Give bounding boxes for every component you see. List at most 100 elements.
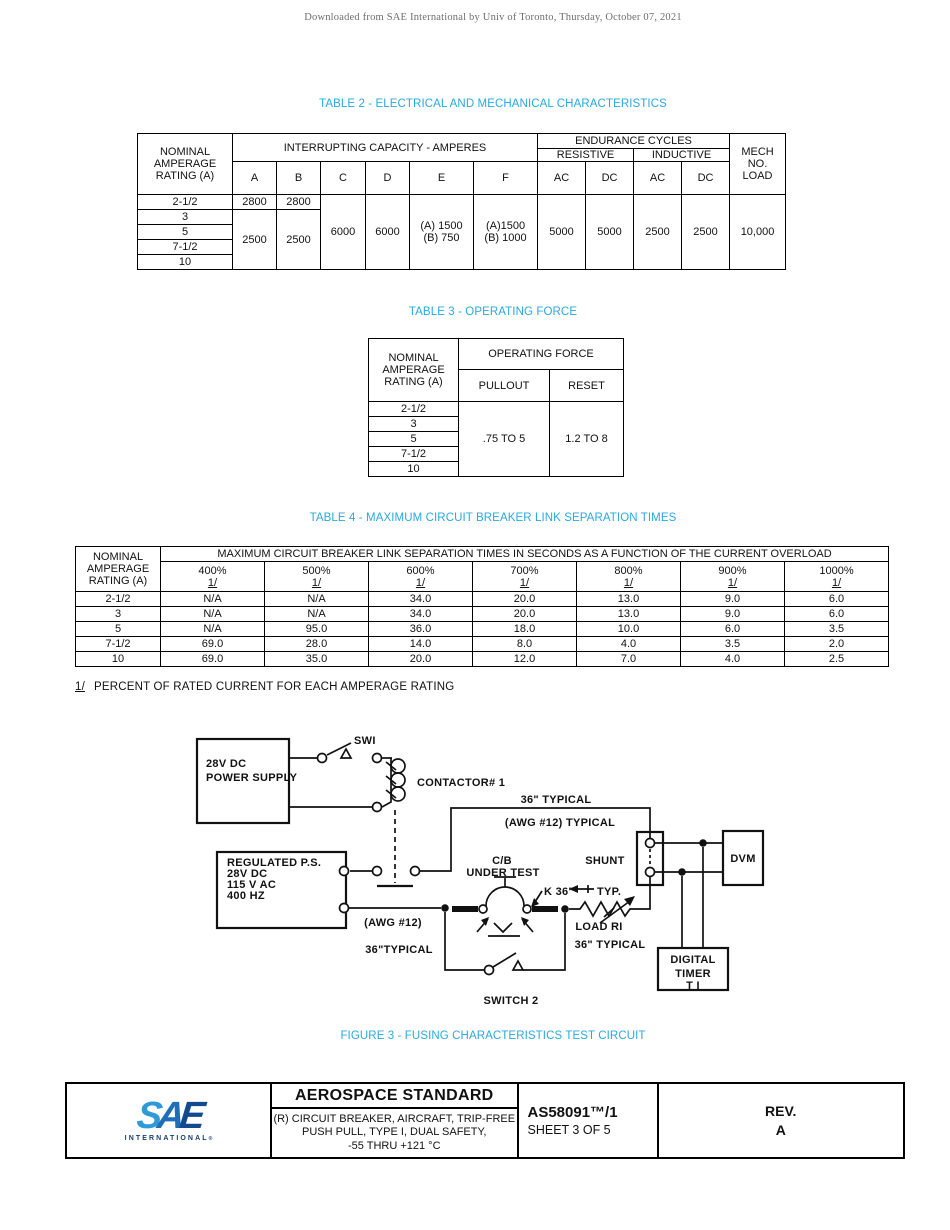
switch2-label: SWITCH 2	[484, 995, 539, 1007]
title-block: SAE INTERNATIONAL® AEROSPACE STANDARD (R…	[65, 1082, 905, 1159]
t2-rating-cell: 3	[137, 209, 233, 225]
t2-rating-cell: 2-1/2	[137, 194, 233, 210]
t2-value-cell: 2500	[681, 194, 731, 270]
t4-value-cell: N/A	[264, 591, 369, 607]
dvm-label: DVM	[730, 853, 755, 865]
sw1-label: SWI	[354, 735, 376, 747]
t4-value-cell: N/A	[160, 621, 265, 637]
footnote-text: PERCENT OF RATED CURRENT FOR EACH AMPERA…	[94, 681, 455, 693]
t2-value-cell: 5000	[537, 194, 587, 270]
typical-36-label: 36" TYPICAL	[575, 939, 646, 951]
t4-value-cell: 6.0	[783, 591, 890, 607]
t4-rating-cell: 2-1/2	[75, 591, 161, 607]
download-watermark: Downloaded from SAE International by Uni…	[304, 12, 682, 23]
t3-rating-cell: 3	[368, 416, 459, 432]
t4-value-cell: 35.0	[264, 651, 369, 667]
table4-caption: TABLE 4 - MAXIMUM CIRCUIT BREAKER LINK S…	[309, 512, 677, 524]
t2-value-cell: (A)1500 (B) 1000	[472, 194, 539, 270]
typical-36-label: 36"TYPICAL	[365, 944, 433, 956]
standard-subtitle: (R) CIRCUIT BREAKER, AIRCRAFT, TRIP-FREE…	[272, 1109, 517, 1157]
t4-value-cell: N/A	[264, 606, 369, 622]
t2-value-cell: 5000	[585, 194, 635, 270]
regulated-ps-label: 28V DC	[227, 868, 267, 880]
standard-heading: AEROSPACE STANDARD	[272, 1084, 517, 1109]
t2-value-cell: 2800	[276, 194, 321, 210]
terminals	[316, 747, 707, 976]
t2-col-res-ac: AC	[537, 161, 587, 195]
t4-value-cell: 28.0	[264, 636, 369, 652]
t2-col-ind-ac: AC	[633, 161, 683, 195]
t4-value-cell: 69.0	[160, 636, 265, 652]
t4-pct-header: 800%1/	[576, 561, 681, 592]
t4-value-cell: 3.5	[783, 621, 890, 637]
t2-col-a: A	[232, 161, 277, 195]
t2-resistive-header: RESISTIVE	[537, 148, 635, 162]
t4-pct-header: 700%1/	[472, 561, 577, 592]
load-r1-label: LOAD RI	[575, 921, 622, 933]
psu-label: POWER SUPPLY	[206, 772, 298, 784]
t2-mech-header: MECH NO. LOAD	[729, 133, 787, 195]
regulated-ps-label: 400 HZ	[227, 890, 265, 902]
t4-value-cell: 34.0	[368, 591, 473, 607]
cb-under-test-label: UNDER TEST	[466, 867, 539, 879]
rev-label: REV.	[765, 1102, 797, 1119]
t2-rating-cell: 7-1/2	[137, 239, 233, 255]
t4-value-cell: 3.5	[680, 636, 785, 652]
t3-rating-cell: 5	[368, 431, 459, 447]
t3-rating-cell: 2-1/2	[368, 401, 459, 417]
sheet-number: SHEET 3 OF 5	[527, 1122, 611, 1137]
t4-value-cell: 20.0	[472, 606, 577, 622]
t3-nominal-header: NOMINAL AMPERAGE RATING (A)	[368, 338, 459, 402]
t2-col-ind-dc: DC	[681, 161, 731, 195]
standard-title-cell: AEROSPACE STANDARD (R) CIRCUIT BREAKER, …	[272, 1084, 519, 1157]
t4-pct-header: 500%1/	[264, 561, 369, 592]
t4-nominal-header: NOMINAL AMPERAGE RATING (A)	[75, 546, 161, 592]
t4-value-cell: 9.0	[680, 606, 785, 622]
t4-value-cell: 2.0	[783, 636, 890, 652]
subtitle-line: -55 THRU +121 °C	[347, 1139, 441, 1152]
t2-interrupting-header: INTERRUPTING CAPACITY - AMPERES	[231, 133, 539, 162]
t2-endurance-header: ENDURANCE CYCLES	[537, 133, 731, 149]
t4-rating-cell: 7-1/2	[75, 636, 161, 652]
digital-timer-label: TIMER	[675, 968, 711, 980]
t4-value-cell: 13.0	[576, 606, 681, 622]
shunt-label: SHUNT	[585, 855, 624, 867]
t3-rating-cell: 10	[368, 461, 459, 477]
t4-value-cell: 95.0	[264, 621, 369, 637]
cb-under-test-label: C/B	[492, 855, 512, 867]
t4-pct-header: 600%1/	[368, 561, 473, 592]
t2-col-d: D	[365, 161, 410, 195]
psu-label: 28V DC	[206, 758, 246, 770]
t3-pullout-value: .75 TO 5	[458, 401, 550, 477]
t4-span-header: MAXIMUM CIRCUIT BREAKER LINK SEPARATION …	[159, 546, 890, 562]
t4-pct-header: 400%1/	[160, 561, 265, 592]
t4-value-cell: 18.0	[472, 621, 577, 637]
sae-logo-text: SAE	[134, 1095, 203, 1137]
t2-value-cell: 2500	[232, 209, 277, 270]
awg12-label: (AWG #12)	[364, 917, 422, 929]
t4-value-cell: 14.0	[368, 636, 473, 652]
t2-value-cell: 2500	[276, 209, 321, 270]
t2-col-b: B	[276, 161, 321, 195]
t4-value-cell: 10.0	[576, 621, 681, 637]
t3-rating-cell: 7-1/2	[368, 446, 459, 462]
contactor-label: CONTACTOR# 1	[417, 777, 505, 789]
t4-value-cell: 20.0	[368, 651, 473, 667]
figure-labels: 28V DC POWER SUPPLY SWI CONTACTOR# 1 36"…	[206, 735, 755, 1007]
t4-value-cell: N/A	[160, 606, 265, 622]
t2-value-cell: 2800	[232, 194, 277, 210]
sae-logo: SAE INTERNATIONAL®	[67, 1084, 272, 1157]
regulated-ps-label: 115 V AC	[227, 879, 276, 891]
t4-value-cell: 2.5	[783, 651, 890, 667]
table3-operating-force: NOMINAL AMPERAGE RATING (A) OPERATING FO…	[368, 338, 624, 477]
t4-value-cell: 20.0	[472, 591, 577, 607]
figure3-caption: FIGURE 3 - FUSING CHARACTERISTICS TEST C…	[340, 1030, 646, 1042]
t4-rating-cell: 10	[75, 651, 161, 667]
t4-value-cell: 4.0	[680, 651, 785, 667]
figure3-test-circuit-diagram: 28V DC POWER SUPPLY SWI CONTACTOR# 1 36"…	[195, 735, 765, 1007]
t4-value-cell: 8.0	[472, 636, 577, 652]
t4-value-cell: 6.0	[783, 606, 890, 622]
typical-36-label: 36" TYPICAL	[521, 794, 592, 806]
t2-value-cell: 6000	[320, 194, 366, 270]
